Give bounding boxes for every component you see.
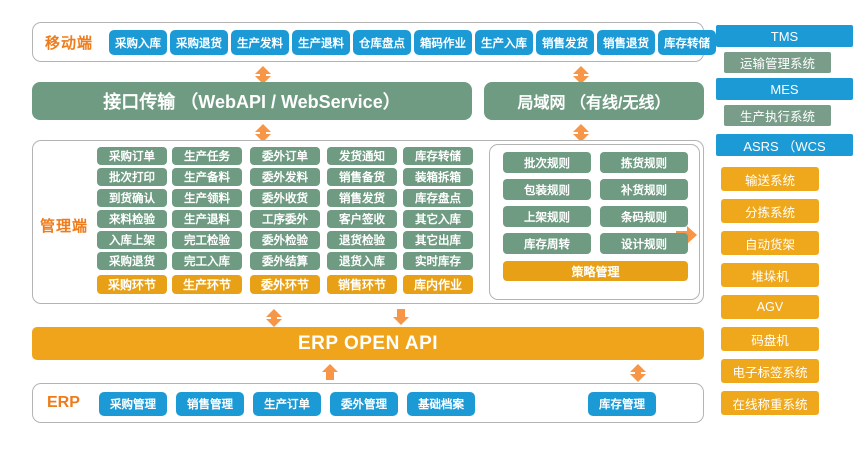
management-cell-5-3[interactable]: 库存盘点 bbox=[403, 189, 473, 207]
management-cell-4-5[interactable]: 退货检验 bbox=[327, 231, 397, 249]
lan-bar: 局域网 （有线/无线） bbox=[484, 82, 704, 120]
management-cell-2-4[interactable]: 生产退料 bbox=[172, 210, 242, 228]
erp-panel: ERP 采购管理销售管理生产订单委外管理基础档案 库存管理 bbox=[32, 383, 704, 423]
rule-cell-5[interactable]: 上架规则 bbox=[503, 206, 591, 227]
management-cell-2-3[interactable]: 生产领料 bbox=[172, 189, 242, 207]
asrs-item-7[interactable]: 电子标签系统 bbox=[721, 359, 819, 383]
management-cell-2-6[interactable]: 完工入库 bbox=[172, 252, 242, 270]
sidebar-sub-1: 运输管理系统 bbox=[724, 52, 831, 73]
management-cell-4-2[interactable]: 销售备货 bbox=[327, 168, 397, 186]
asrs-item-3[interactable]: 自动货架 bbox=[721, 231, 819, 255]
management-cell-2-2[interactable]: 生产备料 bbox=[172, 168, 242, 186]
mobile-button-7[interactable]: 生产入库 bbox=[475, 30, 533, 55]
rule-cell-4[interactable]: 补货规则 bbox=[600, 179, 688, 200]
management-cell-1-3[interactable]: 到货确认 bbox=[97, 189, 167, 207]
mobile-button-1[interactable]: 采购入库 bbox=[109, 30, 167, 55]
management-cell-5-2[interactable]: 装箱拆箱 bbox=[403, 168, 473, 186]
management-label: 管理端 bbox=[40, 218, 89, 235]
sidebar-head-asrs[interactable]: ASRS （WCS bbox=[716, 134, 853, 156]
rule-cell-6[interactable]: 条码规则 bbox=[600, 206, 688, 227]
management-cell-3-4[interactable]: 工序委外 bbox=[250, 210, 320, 228]
management-cell-1-5[interactable]: 入库上架 bbox=[97, 231, 167, 249]
erp-button-3[interactable]: 生产订单 bbox=[253, 392, 321, 416]
mobile-terminal-label: 移动端 bbox=[45, 35, 94, 52]
management-cell-4-6[interactable]: 退货入库 bbox=[327, 252, 397, 270]
management-cell-1-4[interactable]: 来料检验 bbox=[97, 210, 167, 228]
erp-button-5[interactable]: 基础档案 bbox=[407, 392, 475, 416]
management-cell-4-1[interactable]: 发货通知 bbox=[327, 147, 397, 165]
sidebar-head-mes[interactable]: MES bbox=[716, 78, 853, 100]
asrs-item-1[interactable]: 输送系统 bbox=[721, 167, 819, 191]
mobile-button-10[interactable]: 库存转储 bbox=[658, 30, 716, 55]
management-cell-1-1[interactable]: 采购订单 bbox=[97, 147, 167, 165]
erp-button-2[interactable]: 销售管理 bbox=[176, 392, 244, 416]
mobile-button-6[interactable]: 箱码作业 bbox=[414, 30, 472, 55]
mobile-button-9[interactable]: 销售退货 bbox=[597, 30, 655, 55]
asrs-item-5[interactable]: AGV bbox=[721, 295, 819, 319]
management-cell-2-1[interactable]: 生产任务 bbox=[172, 147, 242, 165]
mobile-button-2[interactable]: 采购退货 bbox=[170, 30, 228, 55]
management-cell-1-2[interactable]: 批次打印 bbox=[97, 168, 167, 186]
management-cell-3-1[interactable]: 委外订单 bbox=[250, 147, 320, 165]
management-stage-3[interactable]: 委外环节 bbox=[250, 275, 320, 294]
erp-label: ERP bbox=[47, 394, 80, 411]
management-stage-5[interactable]: 库内作业 bbox=[403, 275, 473, 294]
management-cell-4-3[interactable]: 销售发货 bbox=[327, 189, 397, 207]
sidebar-head-tms[interactable]: TMS bbox=[716, 25, 853, 47]
management-cell-1-6[interactable]: 采购退货 bbox=[97, 252, 167, 270]
erp-button-1[interactable]: 采购管理 bbox=[99, 392, 167, 416]
management-stage-1[interactable]: 采购环节 bbox=[97, 275, 167, 294]
erp-open-api-bar: ERP OPEN API bbox=[32, 327, 704, 360]
rule-cell-7[interactable]: 库存周转 bbox=[503, 233, 591, 254]
management-cell-3-3[interactable]: 委外收货 bbox=[250, 189, 320, 207]
strategy-management-footer[interactable]: 策略管理 bbox=[503, 261, 688, 281]
management-cell-5-4[interactable]: 其它入库 bbox=[403, 210, 473, 228]
mobile-button-8[interactable]: 销售发货 bbox=[536, 30, 594, 55]
management-stage-2[interactable]: 生产环节 bbox=[172, 275, 242, 294]
sidebar-sub-2: 生产执行系统 bbox=[724, 105, 831, 126]
asrs-item-4[interactable]: 堆垛机 bbox=[721, 263, 819, 287]
erp-button-4[interactable]: 委外管理 bbox=[330, 392, 398, 416]
rule-cell-1[interactable]: 批次规则 bbox=[503, 152, 591, 173]
rule-cell-2[interactable]: 拣货规则 bbox=[600, 152, 688, 173]
mobile-button-3[interactable]: 生产发料 bbox=[231, 30, 289, 55]
management-stage-4[interactable]: 销售环节 bbox=[327, 275, 397, 294]
asrs-item-6[interactable]: 码盘机 bbox=[721, 327, 819, 351]
management-cell-3-6[interactable]: 委外结算 bbox=[250, 252, 320, 270]
management-cell-3-2[interactable]: 委外发料 bbox=[250, 168, 320, 186]
asrs-item-2[interactable]: 分拣系统 bbox=[721, 199, 819, 223]
rule-cell-3[interactable]: 包装规则 bbox=[503, 179, 591, 200]
management-cell-3-5[interactable]: 委外检验 bbox=[250, 231, 320, 249]
management-cell-5-5[interactable]: 其它出库 bbox=[403, 231, 473, 249]
mobile-terminal-panel: 移动端 采购入库采购退货生产发料生产退料仓库盘点箱码作业生产入库销售发货销售退货… bbox=[32, 22, 716, 62]
asrs-item-8[interactable]: 在线称重系统 bbox=[721, 391, 819, 415]
erp-inventory-button[interactable]: 库存管理 bbox=[588, 392, 656, 416]
interface-transmission-bar: 接口传输 （WebAPI / WebService） bbox=[32, 82, 472, 120]
management-cell-5-1[interactable]: 库存转储 bbox=[403, 147, 473, 165]
management-cell-2-5[interactable]: 完工检验 bbox=[172, 231, 242, 249]
mobile-button-5[interactable]: 仓库盘点 bbox=[353, 30, 411, 55]
rule-cell-8[interactable]: 设计规则 bbox=[600, 233, 688, 254]
management-cell-4-4[interactable]: 客户签收 bbox=[327, 210, 397, 228]
mobile-button-4[interactable]: 生产退料 bbox=[292, 30, 350, 55]
management-cell-5-6[interactable]: 实时库存 bbox=[403, 252, 473, 270]
